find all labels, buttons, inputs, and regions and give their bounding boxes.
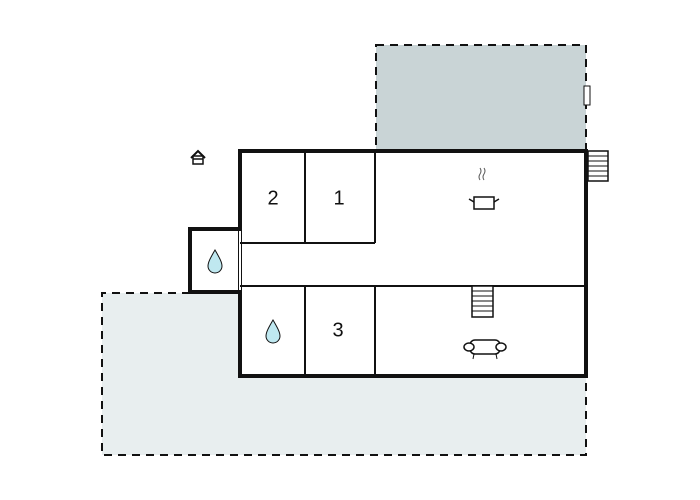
terrace-upper <box>375 44 587 152</box>
cooking-pot-icon <box>468 167 500 210</box>
exterior-stairs-icon <box>587 150 609 182</box>
door-icon <box>583 85 591 106</box>
water-drop-icon <box>207 248 223 274</box>
room-label-2: 2 <box>267 187 278 209</box>
sofa-icon <box>463 339 507 360</box>
room-label-3: 3 <box>332 319 343 341</box>
building-outline <box>238 149 588 378</box>
stairs-icon <box>471 285 494 318</box>
room-label-1: 1 <box>333 187 344 209</box>
house-entrance-icon <box>190 149 206 165</box>
terrace-lower-border <box>101 292 587 456</box>
terrace-lower <box>102 292 586 455</box>
water-drop-icon <box>265 318 281 344</box>
